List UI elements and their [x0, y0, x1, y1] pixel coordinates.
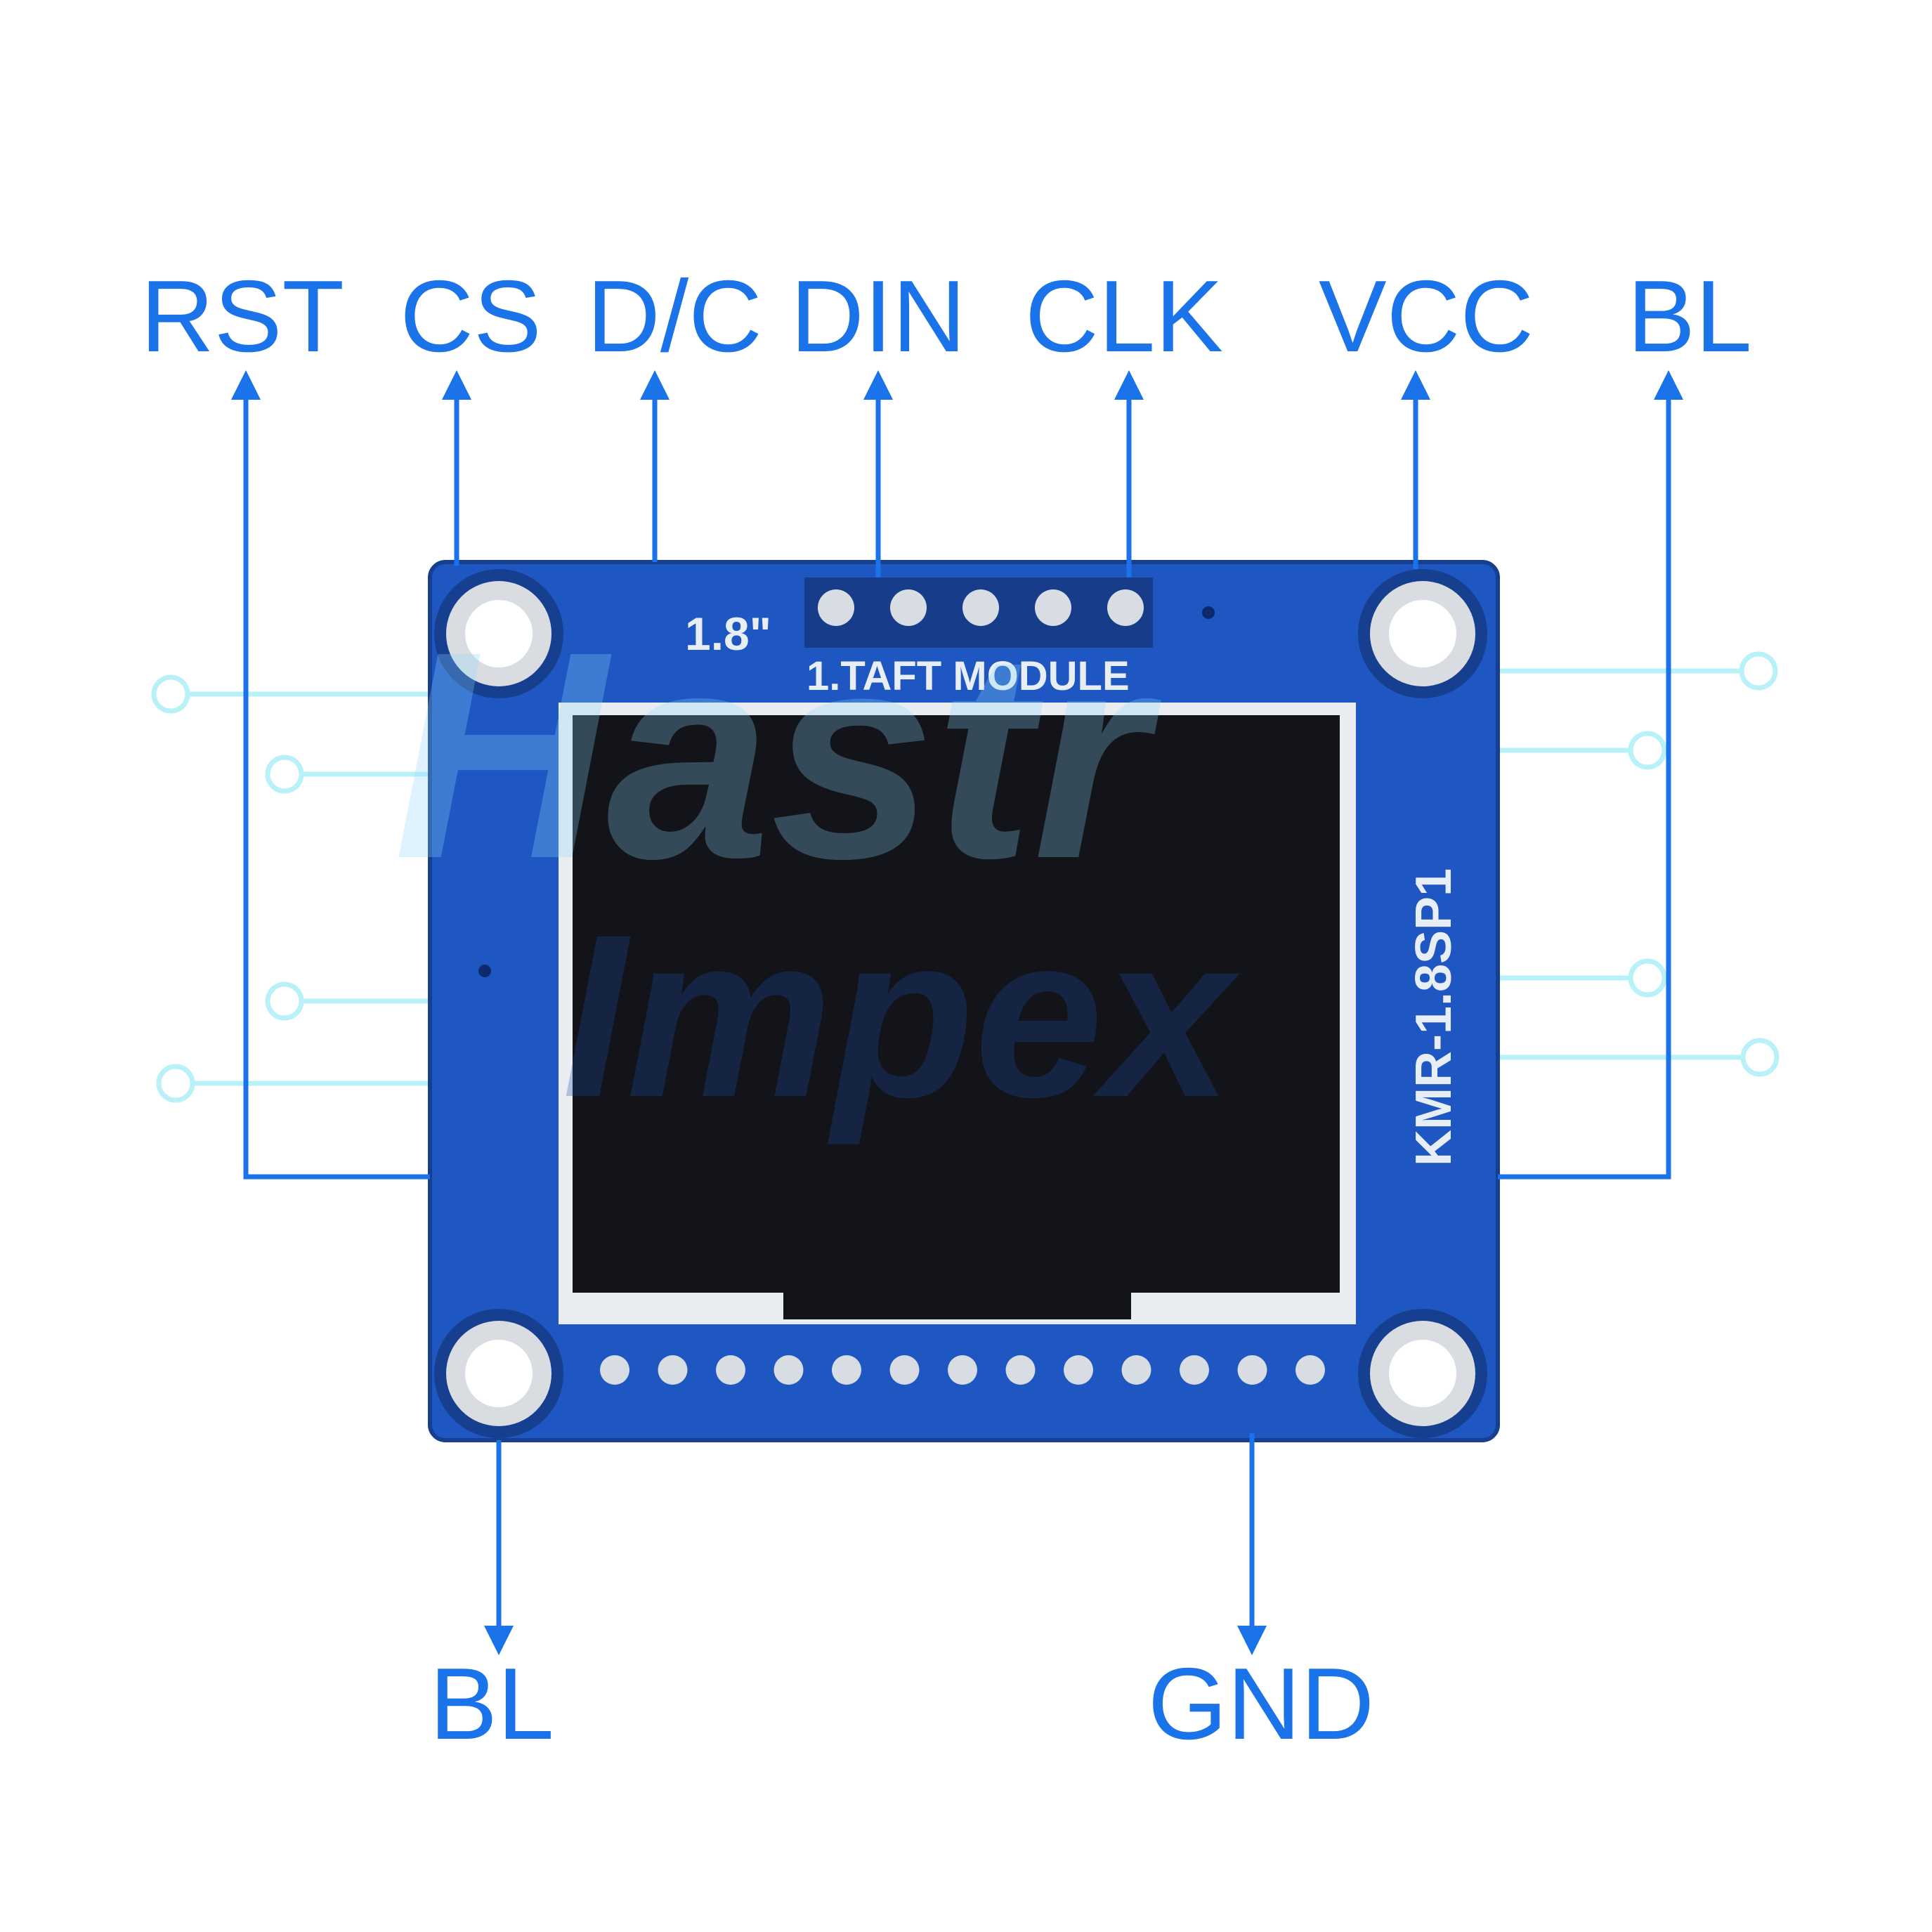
bottom-pad	[1005, 1355, 1036, 1385]
pin-label-dc: D/C	[587, 259, 762, 373]
watermark-line1: Hastr	[393, 591, 1162, 920]
pin-label-vcc: VCC	[1319, 259, 1534, 373]
bottom-pad	[1180, 1355, 1209, 1385]
model-label: KMR-1.8SP1	[1406, 868, 1462, 1166]
module-label: 1.TAFT MODULE	[807, 653, 1130, 699]
pin-label-gnd: GND	[1148, 1647, 1374, 1761]
pin-labels-bottom: BL GND	[429, 1647, 1374, 1761]
leader-lines	[231, 370, 1683, 1655]
pin-label-bl-top: BL	[1627, 259, 1751, 373]
bottom-pad	[948, 1355, 977, 1385]
screen	[573, 715, 1340, 1293]
bottom-pad	[1121, 1355, 1151, 1385]
watermark: Hastr Impex	[393, 591, 1241, 1147]
bottom-pin-pads	[600, 1355, 1325, 1385]
top-pad	[1107, 589, 1144, 626]
bottom-pad	[774, 1355, 804, 1385]
top-pad	[1035, 589, 1071, 626]
bottom-pad	[1295, 1355, 1325, 1385]
top-pad	[890, 589, 927, 626]
lead-bl-top	[1498, 370, 1683, 1180]
mounting-hole-br	[1358, 1309, 1487, 1438]
size-mark: 1.8"	[685, 608, 771, 660]
bottom-pad	[1237, 1355, 1267, 1385]
bottom-pad	[1064, 1355, 1093, 1385]
top-pad	[962, 589, 999, 626]
pin-label-din: DIN	[790, 259, 966, 373]
pin-label-bl-bottom: BL	[429, 1647, 554, 1761]
pin-label-cs: CS	[400, 259, 541, 373]
mounting-hole-tr	[1358, 569, 1487, 698]
watermark-line2: Impex	[562, 886, 1241, 1147]
top-pad	[818, 589, 854, 626]
bottom-pad	[716, 1355, 745, 1385]
pin-labels-top: RST CS D/C DIN CLK VCC BL	[141, 259, 1752, 373]
bottom-pad	[832, 1355, 861, 1385]
mounting-hole-bl	[434, 1309, 563, 1438]
pin-label-clk: CLK	[1025, 259, 1223, 373]
pin-label-rst: RST	[141, 259, 344, 373]
bottom-pad	[600, 1355, 629, 1385]
top-pin-pads	[818, 589, 1144, 626]
lead-rst	[231, 370, 430, 1180]
tft-module-board: 1.8" 1.TAFT MODULE KMR-1.8SP1	[428, 560, 1500, 1442]
bottom-pad	[658, 1355, 688, 1385]
bottom-pad	[889, 1355, 920, 1385]
mounting-hole-tl	[434, 569, 563, 698]
